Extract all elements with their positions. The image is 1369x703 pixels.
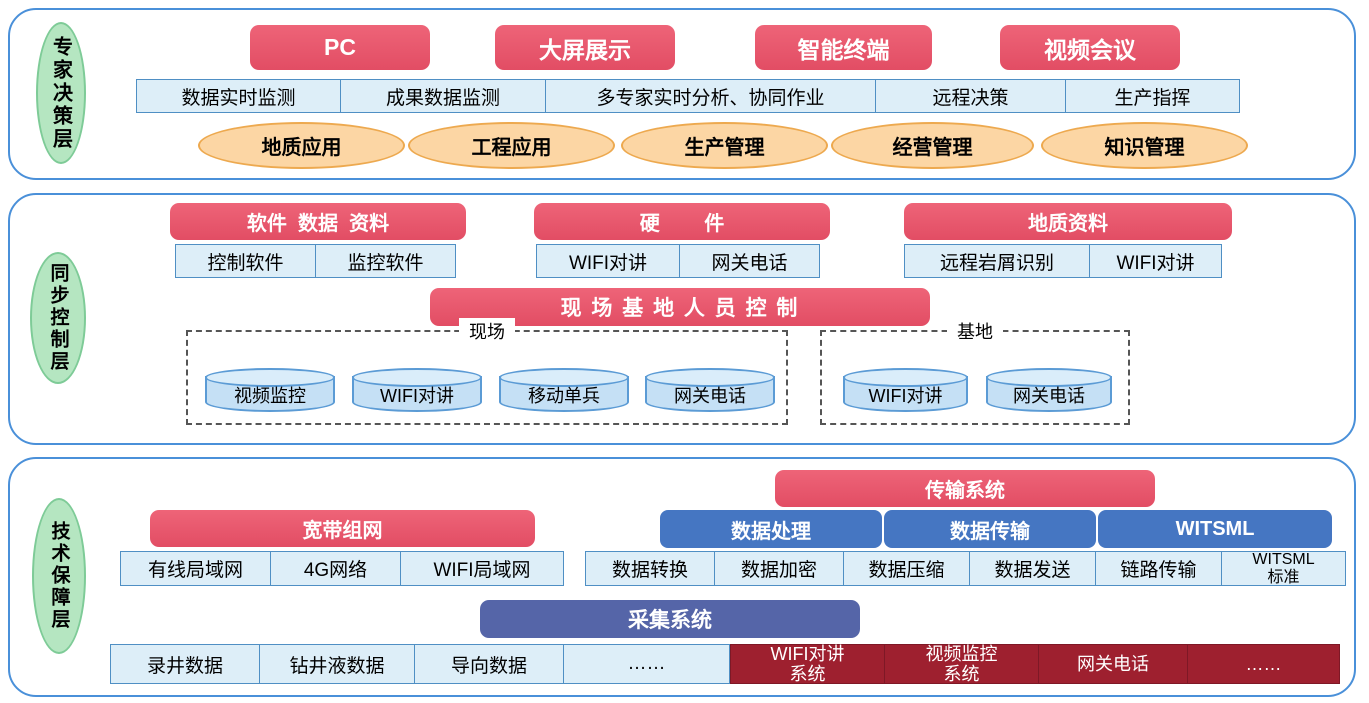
tech-layer-label: 技术保障层	[48, 521, 70, 631]
app-knowledge: 知识管理	[1041, 122, 1248, 169]
data-witsml-standard: WITSML 标准	[1221, 551, 1346, 586]
sync-layer-side-ellipse: 同步控制层	[30, 252, 86, 384]
header-collection-system: 采集系统	[480, 600, 860, 638]
system-video-monitor-line1: 视频监控	[925, 643, 998, 664]
item-gateway-phone-hw: 网关电话	[679, 244, 820, 278]
module-witsml: WITSML	[1098, 510, 1332, 548]
cylinder-gateway-phone-base-label: 网关电话	[1013, 386, 1085, 406]
cylinder-mobile-soldier-label: 移动单兵	[528, 386, 600, 406]
data-encryption: 数据加密	[714, 551, 844, 586]
system-wifi-intercom-line2: 系统	[789, 664, 826, 684]
cylinder-video-monitor-label: 视频监控	[234, 386, 306, 406]
tech-layer-side-ellipse: 技术保障层	[32, 498, 86, 654]
system-video-monitor-line2: 系统	[943, 664, 980, 684]
system-gateway-phone-line1: 网关电话	[1077, 653, 1149, 674]
header-transmission-system: 传输系统	[775, 470, 1155, 507]
expert-layer-label: 专家决策层	[49, 35, 72, 151]
app-production: 生产管理	[621, 122, 828, 169]
header-broadband-network: 宽带组网	[150, 510, 535, 547]
monitor-remote-decision: 远程决策	[875, 79, 1066, 113]
item-remote-cuttings: 远程岩屑识别	[904, 244, 1090, 278]
header-geology-data: 地质资料	[904, 203, 1232, 240]
data-link-transmission: 链路传输	[1095, 551, 1222, 586]
app-engineering: 工程应用	[408, 122, 615, 169]
module-data-transmission: 数据传输	[884, 510, 1096, 548]
witsml-standard-line2: 标准	[1267, 568, 1300, 586]
item-monitor-software: 监控软件	[315, 244, 456, 278]
data-conversion: 数据转换	[585, 551, 715, 586]
module-data-processing: 数据处理	[660, 510, 882, 548]
system-video-monitor: 视频监控 系统	[884, 644, 1039, 684]
app-management: 经营管理	[831, 122, 1034, 169]
network-4g: 4G网络	[270, 551, 401, 586]
control-bar-site-base-personnel: 现 场 基 地 人 员 控 制	[430, 288, 930, 326]
cylinder-wifi-intercom-base: WIFI对讲	[843, 368, 968, 412]
monitor-result-data: 成果数据监测	[340, 79, 546, 113]
collection-mudlogging-data: 录井数据	[110, 644, 260, 684]
cylinder-wifi-intercom-site: WIFI对讲	[352, 368, 482, 412]
system-more: ……	[1187, 644, 1340, 684]
cylinder-gateway-phone-base: 网关电话	[986, 368, 1112, 412]
monitor-realtime-data: 数据实时监测	[136, 79, 341, 113]
header-software-data: 软件 数据 资料	[170, 203, 466, 240]
terminal-pc: PC	[250, 25, 430, 70]
collection-drilling-fluid-data: 钻井液数据	[259, 644, 415, 684]
site-zone-label: 现场	[459, 318, 515, 344]
terminal-smart-device: 智能终端	[755, 25, 932, 70]
witsml-standard-line1: WITSML	[1252, 550, 1315, 568]
collection-steering-data: 导向数据	[414, 644, 564, 684]
network-wifi-lan: WIFI局域网	[400, 551, 564, 586]
cylinder-video-monitor: 视频监控	[205, 368, 335, 412]
item-control-software: 控制软件	[175, 244, 316, 278]
item-wifi-intercom-hw: WIFI对讲	[536, 244, 680, 278]
cylinder-gateway-phone-site: 网关电话	[645, 368, 775, 412]
system-wifi-intercom: WIFI对讲 系统	[730, 644, 885, 684]
header-hardware: 硬 件	[534, 203, 830, 240]
cylinder-wifi-intercom-base-label: WIFI对讲	[868, 386, 943, 406]
base-zone: 基地	[820, 318, 1130, 425]
base-zone-label: 基地	[947, 318, 1003, 344]
item-wifi-intercom-geo: WIFI对讲	[1089, 244, 1222, 278]
terminal-video-conference: 视频会议	[1000, 25, 1180, 70]
sync-layer-label: 同步控制层	[47, 263, 69, 373]
monitor-production-command: 生产指挥	[1065, 79, 1240, 113]
app-geology: 地质应用	[198, 122, 405, 169]
cylinder-gateway-phone-site-label: 网关电话	[674, 386, 746, 406]
data-compression: 数据压缩	[843, 551, 970, 586]
expert-layer-side-ellipse: 专家决策层	[36, 22, 86, 164]
network-wired-lan: 有线局域网	[120, 551, 271, 586]
system-more-line1: ……	[1245, 653, 1282, 674]
monitor-multi-expert: 多专家实时分析、协同作业	[545, 79, 876, 113]
cylinder-mobile-soldier: 移动单兵	[499, 368, 629, 412]
system-wifi-intercom-line1: WIFI对讲	[770, 643, 845, 664]
system-gateway-phone: 网关电话	[1038, 644, 1188, 684]
collection-more: ……	[563, 644, 730, 684]
cylinder-wifi-intercom-site-label: WIFI对讲	[380, 386, 454, 406]
terminal-big-screen: 大屏展示	[495, 25, 675, 70]
data-sending: 数据发送	[969, 551, 1096, 586]
site-zone: 现场	[186, 318, 788, 425]
